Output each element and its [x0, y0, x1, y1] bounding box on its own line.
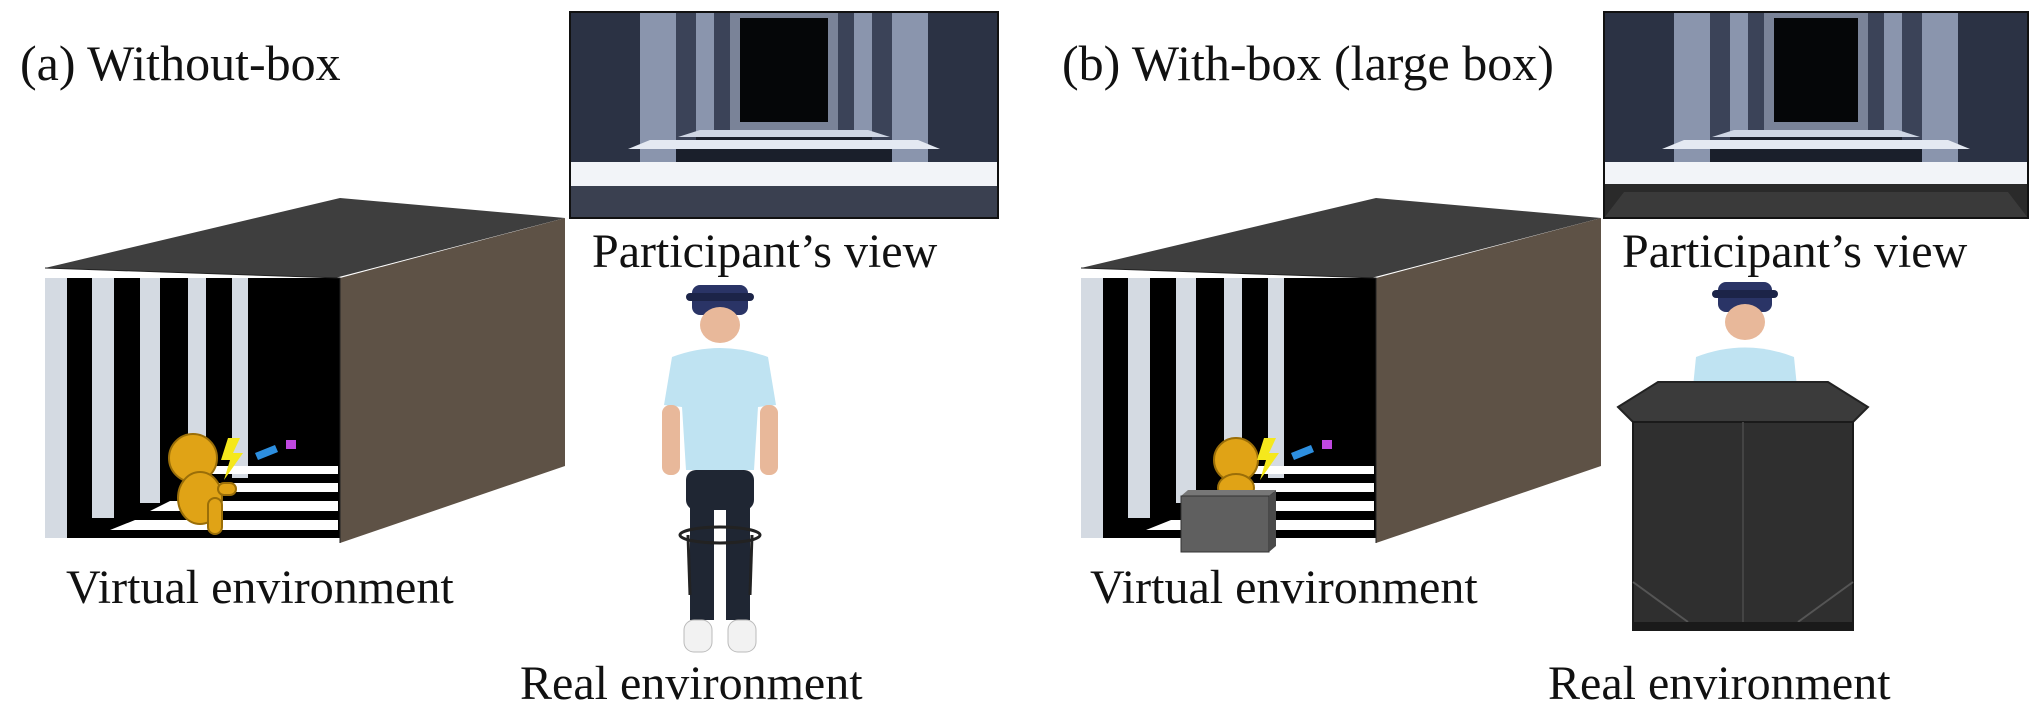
lightning-icon [1257, 438, 1279, 480]
panel-a-title: (a) Without-box [20, 35, 341, 91]
purple-cube-icon [286, 440, 296, 449]
participant-view-a [569, 11, 999, 219]
participant-view-a-caption: Participant’s view [592, 225, 938, 278]
virtual-environment-a [44, 198, 565, 543]
real-environment-b [1616, 282, 1870, 631]
real-environment-a [662, 285, 778, 653]
lightning-icon [221, 438, 243, 480]
purple-cube-icon [1322, 440, 1332, 449]
real-environment-a-caption: Real environment [520, 657, 863, 710]
virtual-box [1180, 490, 1276, 553]
participant-view-b [1603, 11, 2029, 219]
blue-cube-icon [1291, 445, 1314, 460]
vr-headset-icon [686, 285, 754, 315]
real-environment-b-caption: Real environment [1548, 657, 1891, 710]
vr-headset-icon [1712, 282, 1778, 312]
blue-cube-icon [255, 445, 278, 460]
virtual-environment-b [1080, 198, 1601, 553]
seated-avatar-icon [168, 433, 237, 535]
virtual-environment-a-caption: Virtual environment [66, 561, 454, 614]
panel-b-title: (b) With-box (large box) [1062, 35, 1554, 91]
participant-view-b-caption: Participant’s view [1622, 225, 1968, 278]
virtual-environment-b-caption: Virtual environment [1090, 561, 1478, 614]
